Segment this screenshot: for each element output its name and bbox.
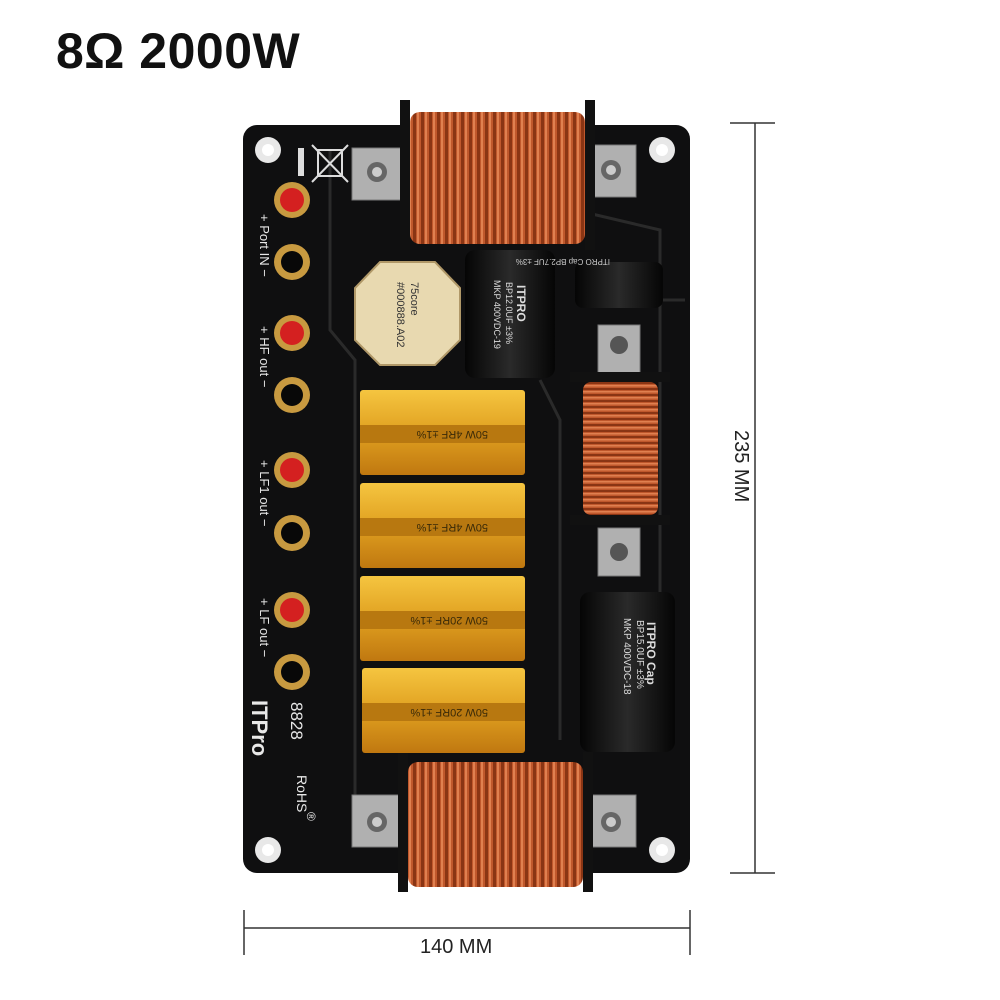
rohs-mark: RoHS <box>294 775 310 813</box>
product-title: 8Ω 2000W <box>56 23 301 79</box>
core-line-1: 75core <box>408 282 420 316</box>
terminal-lf-minus <box>274 654 310 690</box>
terminal-label-hf: + HF out − <box>257 326 272 388</box>
terminal-port-in-plus <box>274 182 310 218</box>
core-line-2: #000888.A02 <box>394 282 406 348</box>
cap-12uf-value: BP12.0UF ±3% <box>504 282 514 344</box>
terminal-hf-minus <box>274 377 310 413</box>
terminal-lf1-plus <box>274 452 310 488</box>
terminal-lf-plus <box>274 592 310 628</box>
model-number: 8828 <box>287 702 306 740</box>
terminal-label-lf: + LF out − <box>257 598 272 658</box>
terminal-port-in-minus <box>274 244 310 280</box>
capacitor-12uf <box>465 250 555 378</box>
cap-12uf-brand: ITPRO <box>514 285 528 322</box>
brand-logo: ITPro <box>247 700 272 757</box>
capacitor-2-7uf <box>575 262 663 308</box>
resistor-3-label: 50W 20RF ±1% <box>410 614 488 626</box>
ferrite-core-label-disc <box>354 261 461 366</box>
terminal-posts <box>274 182 310 690</box>
cap-12uf-rating: MKP 400VDC-19 <box>492 280 502 349</box>
resistor-2-label: 50W 4RF ±1% <box>416 521 488 533</box>
power-resistors <box>360 390 525 753</box>
terminal-label-lf1: + LF1 out − <box>257 460 272 527</box>
resistor-1-label: 50W 4RF ±1% <box>416 428 488 440</box>
top-air-core-inductor <box>351 100 637 250</box>
cap-2-7uf-label: ITPRO Cap BP2.7UF ±3% <box>515 257 610 266</box>
cap-15uf-brand: ITPRO Cap <box>644 622 658 685</box>
terminal-lf1-minus <box>274 515 310 551</box>
resistor-4-label: 50W 20RF ±1% <box>410 706 488 718</box>
width-dimension-label: 140 MM <box>420 936 493 958</box>
weee-icon <box>298 144 349 183</box>
pcb-traces <box>328 150 685 820</box>
cap-15uf-value: BP15.0UF ±3% <box>634 620 645 689</box>
terminal-hf-plus <box>274 315 310 351</box>
capacitor-15uf <box>580 592 675 752</box>
registered-mark: ® <box>304 812 318 821</box>
bottom-air-core-inductor <box>351 752 637 892</box>
mounting-holes <box>255 137 675 863</box>
right-vertical-inductor <box>570 324 670 577</box>
cap-15uf-rating: MKP 400VDC-18 <box>621 618 632 695</box>
terminal-label-port-in: + Port IN − <box>257 214 272 277</box>
